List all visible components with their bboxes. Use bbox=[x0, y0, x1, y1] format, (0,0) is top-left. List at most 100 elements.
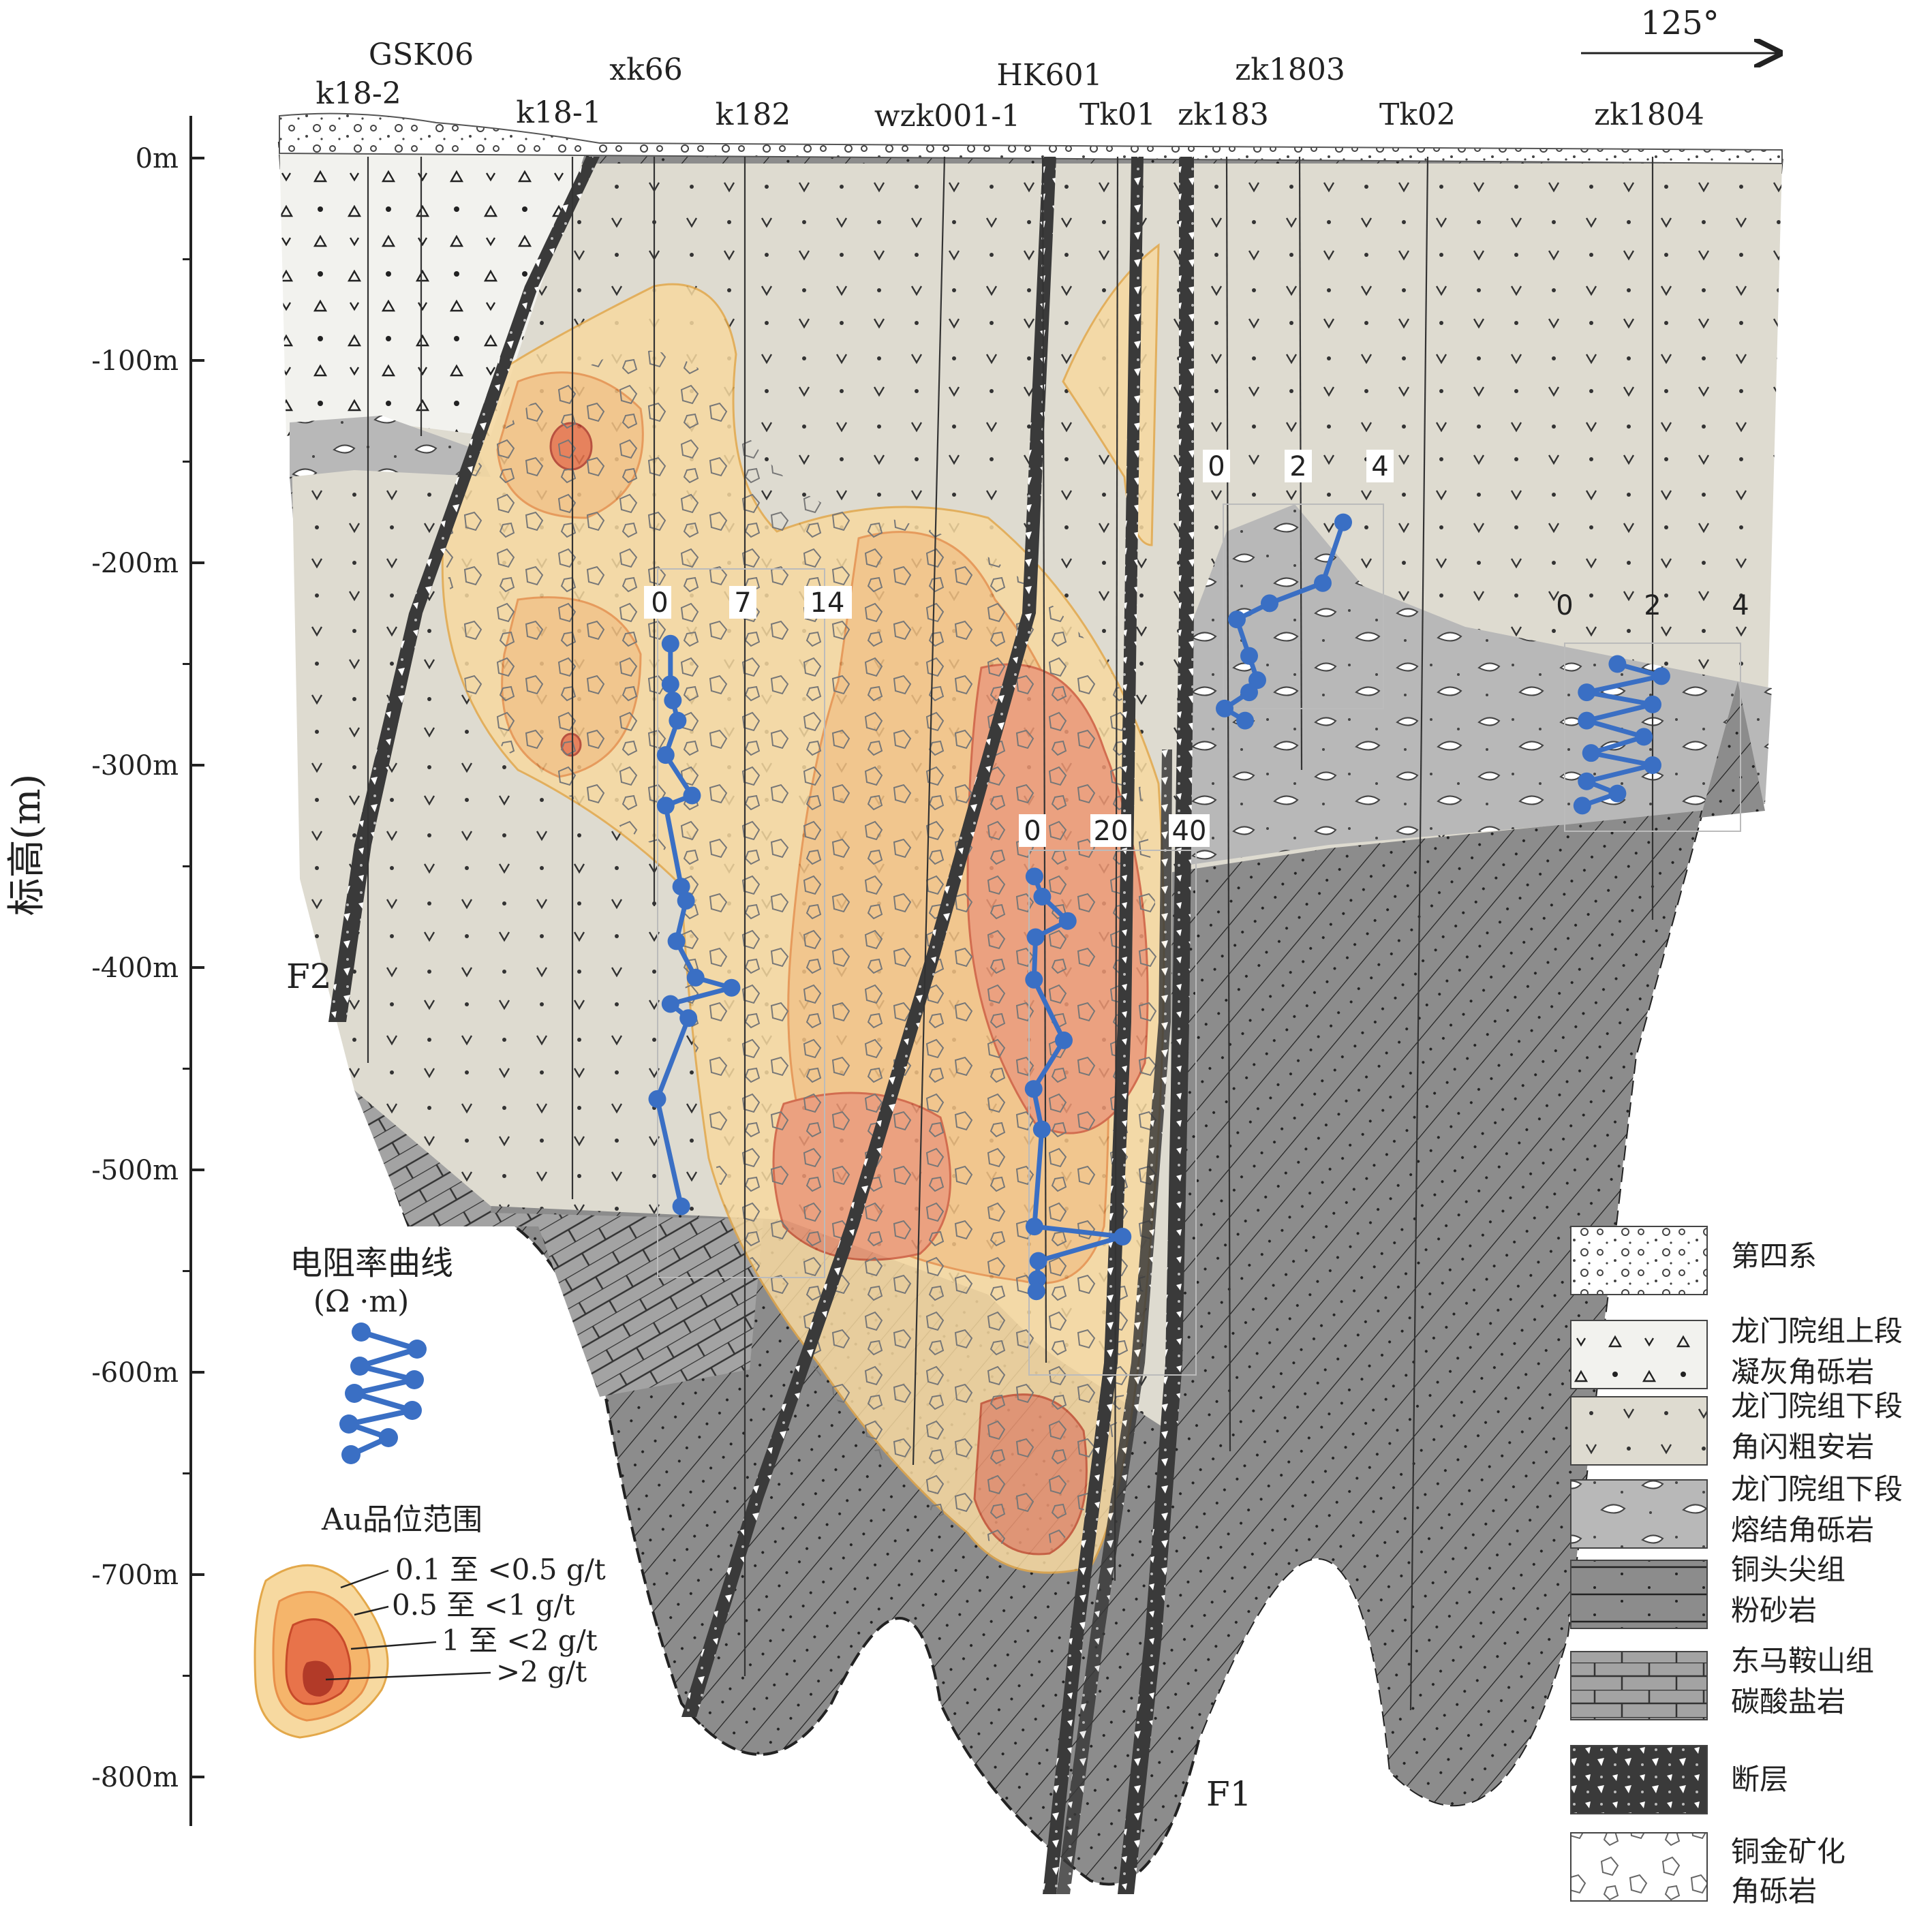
label-zk1803: zk1803 bbox=[1235, 52, 1345, 87]
resistivity-point bbox=[656, 746, 675, 764]
resistivity-point bbox=[1582, 744, 1600, 762]
y-axis: 0m-100m-200m-300m-400m-500m-600m-700m-80… bbox=[5, 116, 204, 1826]
resistivity-point bbox=[1635, 728, 1653, 746]
legend-item-lower-welded-breccia: 龙门院组下段 熔结角砾岩 bbox=[1570, 1472, 1903, 1549]
tk01-scale-20: 20 bbox=[1094, 816, 1129, 847]
y-tick-label: -200m bbox=[91, 548, 179, 579]
fault-f2 bbox=[328, 157, 600, 1022]
resistivity-point bbox=[677, 891, 695, 910]
legend-label: 角闪粗安岩 bbox=[1731, 1430, 1874, 1464]
resistivity-point bbox=[722, 978, 741, 997]
y-tick-label: 0m bbox=[136, 143, 179, 174]
resistivity-point bbox=[683, 786, 701, 805]
au-grade-4-label: >2 g/t bbox=[496, 1655, 587, 1688]
k182-scale-7: 7 bbox=[734, 587, 751, 619]
legend-item-siltstone: 铜头尖组 粉砂岩 bbox=[1570, 1553, 1845, 1629]
resistivity-point bbox=[1033, 888, 1052, 906]
resistivity-point bbox=[679, 1009, 698, 1027]
y-tick-label: -300m bbox=[91, 750, 179, 782]
legend-swatch-lower-trachyandesite bbox=[1570, 1396, 1708, 1466]
label-hk601: HK601 bbox=[996, 58, 1102, 93]
au-grade-1-label: 0.1 至 <0.5 g/t bbox=[395, 1553, 606, 1586]
resistivity-frames bbox=[657, 504, 1741, 1376]
resistivity-point bbox=[1216, 699, 1233, 717]
y-tick-label: -600m bbox=[91, 1357, 179, 1389]
label-tk01: Tk01 bbox=[1079, 97, 1156, 132]
resistivity-point bbox=[1228, 610, 1246, 629]
resistivity-point bbox=[648, 1090, 666, 1109]
mineralized-breccia-overlay bbox=[443, 350, 1161, 1546]
y-tick-label: -400m bbox=[91, 953, 179, 984]
legend-swatch-upper-tuff-breccia bbox=[1570, 1320, 1708, 1389]
resistivity-point bbox=[1240, 647, 1258, 665]
resistivity-legend: 电阻率曲线 (Ω ·m) bbox=[290, 1244, 453, 1464]
resistivity-point bbox=[664, 691, 682, 709]
label-k18-2: k18-2 bbox=[316, 76, 401, 111]
legend-label: 熔结角砾岩 bbox=[1731, 1513, 1874, 1547]
au-grade-legend: Au品位范围 0.1 至 <0.5 g/t 0.5 至 <1 g/t 1 至 <… bbox=[254, 1502, 606, 1739]
resistivity-point bbox=[1578, 711, 1596, 730]
legend-label: 铜金矿化 bbox=[1731, 1835, 1845, 1868]
resistivity-point bbox=[1261, 594, 1278, 613]
resistivity-point bbox=[1608, 655, 1627, 673]
legend-item-carbonate: 东马鞍山组 碳酸盐岩 bbox=[1570, 1644, 1874, 1720]
resistivity-curve-zk1803 bbox=[1216, 513, 1352, 730]
legend-label: 角砾岩 bbox=[1731, 1874, 1817, 1908]
resistivity-point bbox=[1314, 574, 1332, 592]
zk1803-scale-4: 4 bbox=[1371, 451, 1388, 482]
legend-label: 第四系 bbox=[1731, 1239, 1817, 1273]
au-grade-2-label: 0.5 至 <1 g/t bbox=[392, 1588, 575, 1622]
legend-swatch-quaternary bbox=[1570, 1226, 1708, 1295]
resistivity-curve-k182 bbox=[648, 634, 741, 1216]
zk1804-scale-2: 2 bbox=[1644, 590, 1661, 621]
legend-label: 铜头尖组 bbox=[1731, 1553, 1845, 1586]
resistivity-point bbox=[1025, 1218, 1043, 1236]
legend-label: 龙门院组下段 bbox=[1731, 1389, 1903, 1423]
legend-item-quaternary: 第四系 bbox=[1570, 1226, 1817, 1295]
legend-swatch-lower-welded-breccia bbox=[1570, 1479, 1708, 1549]
scale-labels: 0 7 14 0 20 40 0 2 4 0 2 4 bbox=[644, 450, 1749, 847]
label-k18-1: k18-1 bbox=[516, 95, 602, 130]
siltstone-unit-right bbox=[1176, 681, 1765, 1806]
resistivity-point bbox=[1644, 756, 1661, 774]
resistivity-point bbox=[1334, 513, 1352, 531]
fault-branch-2 bbox=[1043, 157, 1144, 1894]
resistivity-point bbox=[1024, 1080, 1043, 1098]
resistivity-point bbox=[1029, 1252, 1047, 1270]
resistivity-point bbox=[1114, 1228, 1132, 1246]
resistivity-point bbox=[1578, 683, 1596, 702]
resistivity-curve-zk1804 bbox=[1573, 655, 1670, 815]
tk01-scale-40: 40 bbox=[1172, 816, 1207, 847]
resistivity-point bbox=[1578, 772, 1596, 790]
resistivity-point bbox=[1032, 1120, 1051, 1139]
legend-item-lower-trachyandesite: 龙门院组下段 角闪粗安岩 bbox=[1570, 1389, 1903, 1466]
label-xk66: xk66 bbox=[609, 52, 682, 87]
legend-item-mineralized-breccia: 铜金矿化 角砾岩 bbox=[1570, 1832, 1845, 1908]
resistivity-point bbox=[1025, 867, 1043, 886]
welded-breccia-left bbox=[290, 416, 491, 477]
y-tick-label: -800m bbox=[91, 1762, 179, 1793]
label-wzk001-1: wzk001-1 bbox=[874, 99, 1020, 134]
legend-label: 断层 bbox=[1731, 1763, 1788, 1796]
resistivity-legend-unit: (Ω ·m) bbox=[313, 1284, 410, 1319]
label-k182: k182 bbox=[716, 97, 791, 132]
legend-item-upper-tuff-breccia: 龙门院组上段 凝灰角砾岩 bbox=[1570, 1314, 1903, 1389]
resistivity-point bbox=[661, 995, 679, 1013]
resistivity-curve-tk01 bbox=[1024, 867, 1132, 1301]
fault-branch-3 bbox=[1056, 749, 1172, 1894]
resistivity-point bbox=[1573, 796, 1591, 815]
resistivity-point bbox=[1644, 695, 1661, 713]
resistivity-point bbox=[661, 634, 679, 653]
fault-f1 bbox=[1118, 157, 1194, 1894]
y-axis-title: 标高(m) bbox=[5, 774, 49, 916]
resistivity-point bbox=[1026, 928, 1045, 946]
legend-swatch-siltstone bbox=[1570, 1560, 1708, 1629]
zk1804-scale-4: 4 bbox=[1732, 590, 1749, 621]
resistivity-point bbox=[1027, 1282, 1045, 1301]
borehole-labels: k18-2 GSK06 xk66 k18-1 k182 wzk001-1 HK6… bbox=[316, 37, 1704, 134]
zk1803-scale-0: 0 bbox=[1208, 451, 1225, 482]
au-grade-blob-icon bbox=[254, 1564, 389, 1739]
resistivity-point bbox=[686, 968, 705, 987]
k182-scale-0: 0 bbox=[651, 587, 668, 619]
